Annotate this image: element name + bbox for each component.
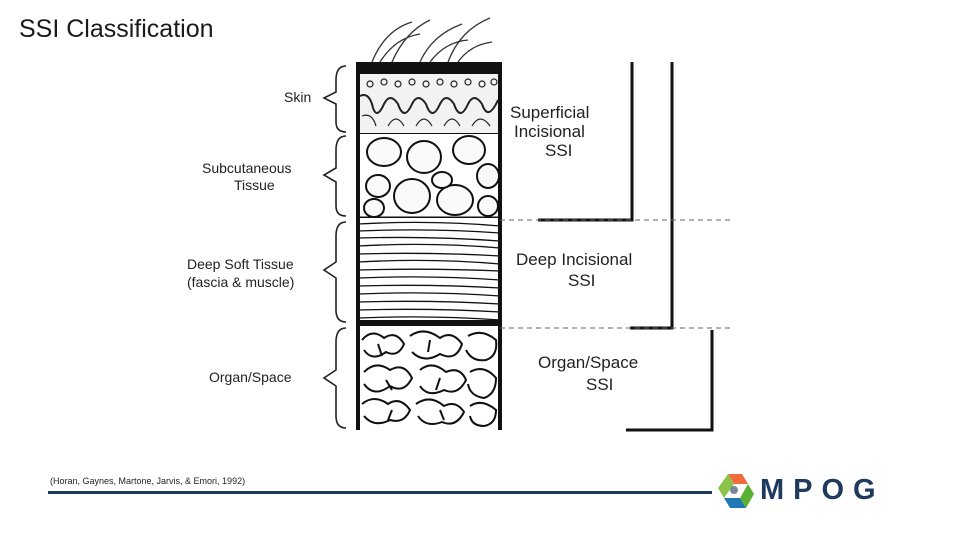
- organ-folds: [361, 330, 498, 428]
- footer-rule: [48, 491, 712, 494]
- label-organ-space-line2: SSI: [586, 375, 613, 394]
- organ-bracket: [626, 330, 714, 432]
- peritoneum: [358, 320, 500, 326]
- superficial-bracket: [538, 62, 634, 222]
- label-deep-incisional-line2: SSI: [568, 271, 595, 290]
- label-skin: Skin: [284, 89, 311, 105]
- muscle-fibers: [357, 221, 501, 321]
- label-deep-line1: Deep Soft Tissue: [187, 256, 294, 272]
- dashed-separators: [500, 219, 733, 329]
- epidermis: [358, 62, 500, 74]
- logo-mark: [718, 474, 754, 508]
- citation: (Horan, Gaynes, Martone, Jarvis, & Emori…: [50, 476, 246, 486]
- label-subcutaneous-line1: Subcutaneous: [202, 160, 292, 176]
- logo-text: MPOG: [760, 474, 885, 506]
- skin-pattern: [359, 78, 499, 127]
- label-subcutaneous-line2: Tissue: [234, 177, 275, 193]
- label-superficial-line1: Superficial: [510, 103, 589, 122]
- hair-strands: [371, 17, 493, 63]
- mpog-logo: MPOG: [714, 470, 914, 512]
- label-deep-incisional-line1: Deep Incisional: [516, 250, 632, 269]
- label-superficial-line2: Incisional: [514, 122, 585, 141]
- muscle-layer: [358, 218, 500, 324]
- label-superficial-line3: SSI: [545, 141, 572, 160]
- slide-title: SSI Classification: [19, 15, 214, 43]
- classification-labels: Superficial Incisional SSI Deep Incision…: [510, 103, 638, 394]
- tissue-column: [356, 62, 502, 430]
- label-deep-line2: (fascia & muscle): [187, 274, 294, 290]
- tissue-labels: Skin Subcutaneous Tissue Deep Soft Tissu…: [187, 89, 311, 385]
- label-organ: Organ/Space: [209, 369, 292, 385]
- fat-lobules: [363, 135, 500, 218]
- label-organ-space-line1: Organ/Space: [538, 353, 638, 372]
- left-brackets: [322, 65, 347, 429]
